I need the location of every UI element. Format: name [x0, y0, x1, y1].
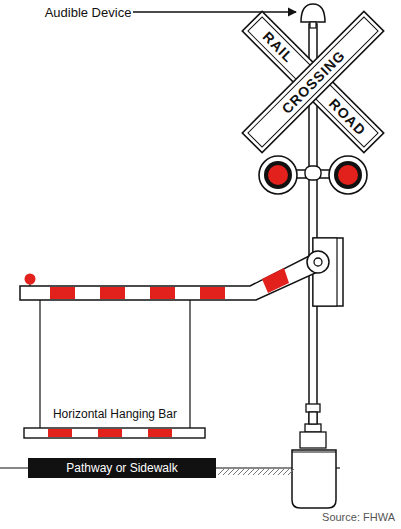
part-label: Horizontal Hanging Bar — [51, 407, 179, 421]
device-label: Audible Device — [43, 5, 134, 20]
pole-foundation — [292, 404, 336, 508]
pathway-label: Pathway or Sidewalk — [66, 462, 177, 474]
audible-device — [301, 4, 325, 28]
pathway-band: Pathway or Sidewalk — [28, 458, 216, 478]
ground-hatch — [258, 469, 264, 475]
ground-hatch — [273, 469, 279, 475]
ground-hatch — [253, 469, 259, 475]
ground-hatch — [223, 469, 229, 475]
source-caption: Source: FHWA — [322, 512, 395, 523]
ground-hatch — [268, 469, 274, 475]
ground-hatch — [248, 469, 254, 475]
ground-hatch — [278, 469, 284, 475]
ground-hatch — [218, 469, 224, 475]
ground-hatch — [228, 469, 234, 475]
hanging-bar — [24, 300, 205, 438]
crossbuck-sign — [242, 11, 383, 152]
ground-hatch — [238, 469, 244, 475]
ground-hatch — [288, 469, 294, 475]
gate-arm — [20, 251, 329, 300]
leader-line — [133, 11, 296, 12]
ground-hatch — [283, 469, 289, 475]
ground-hatch — [233, 469, 239, 475]
ground-hatch — [263, 469, 269, 475]
flashing-lights — [259, 156, 367, 194]
ground-hatch — [243, 469, 249, 475]
